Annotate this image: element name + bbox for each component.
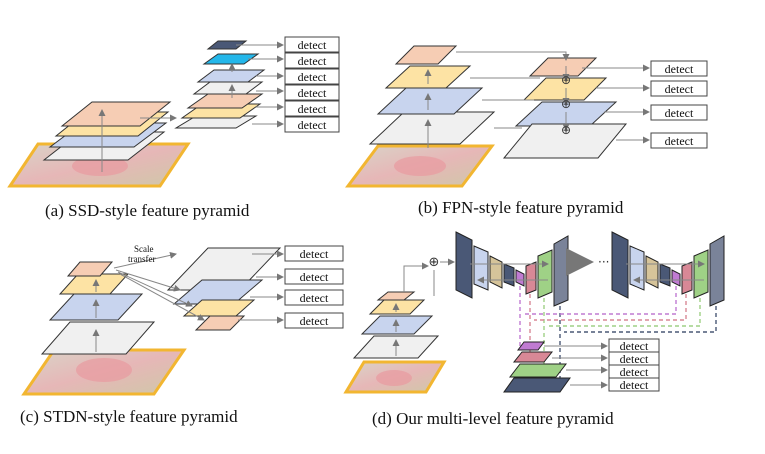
detect-label: detect bbox=[620, 352, 649, 366]
plus-icon: ⊕ bbox=[561, 97, 571, 111]
detect-label: detect bbox=[298, 86, 327, 100]
detect-label: detect bbox=[665, 82, 694, 96]
caption-a: (a) SSD-style feature pyramid bbox=[45, 201, 250, 220]
plus-icon: ⊕ bbox=[561, 73, 571, 87]
detect-label: detect bbox=[665, 134, 694, 148]
caption-d: (d) Our multi-level feature pyramid bbox=[372, 409, 614, 428]
detect-label: detect bbox=[298, 54, 327, 68]
detect-label: detect bbox=[300, 247, 329, 261]
detect-label: detect bbox=[300, 291, 329, 305]
feature-map-blue bbox=[360, 315, 434, 335]
stdn-detect-boxes: detect detect detect detect bbox=[284, 245, 344, 329]
ssd-level-7 bbox=[206, 40, 248, 50]
dots-connector: ··· bbox=[566, 248, 609, 276]
detect-label: detect bbox=[298, 38, 327, 52]
detect-label: detect bbox=[665, 62, 694, 76]
panel-a-ssd: detect detect detect detect detect detec… bbox=[7, 36, 340, 220]
plus-icon: ⊕ bbox=[429, 255, 440, 270]
ssd-detect-boxes: detect detect detect detect detect detec… bbox=[284, 36, 340, 133]
mlfpn-levels bbox=[503, 341, 571, 393]
detect-label: detect bbox=[298, 70, 327, 84]
stdn-level-4 bbox=[194, 315, 246, 331]
detect-label: detect bbox=[300, 270, 329, 284]
feature-map-peach bbox=[376, 291, 416, 301]
transfer-label: transfer bbox=[128, 254, 155, 264]
flower-image bbox=[376, 370, 412, 386]
detect-label: detect bbox=[298, 102, 327, 116]
fpn-top-down-4 bbox=[502, 123, 628, 159]
fpn-plus-icons: ⊕ ⊕ ⊕ bbox=[561, 73, 571, 137]
ellipsis-label: ··· bbox=[598, 255, 609, 269]
scale-label: Scale bbox=[134, 244, 154, 254]
feature-map-blue bbox=[376, 87, 484, 115]
feature-map-peach bbox=[66, 261, 114, 277]
caption-b: (b) FPN-style feature pyramid bbox=[418, 198, 624, 217]
feature-map-yellow bbox=[368, 299, 426, 315]
detect-label: detect bbox=[620, 378, 649, 392]
feature-map-peach bbox=[394, 45, 458, 65]
feature-map-peach bbox=[60, 101, 172, 127]
feature-map-yellow bbox=[58, 273, 130, 295]
ssd-level-4 bbox=[192, 81, 264, 95]
flower-image bbox=[76, 358, 132, 382]
flower-image bbox=[394, 156, 446, 176]
feature-map-gray bbox=[368, 111, 496, 145]
caption-c: (c) STDN-style feature pyramid bbox=[20, 407, 238, 426]
ours-detect-boxes: detect detect detect detect bbox=[608, 338, 660, 392]
detect-label: detect bbox=[298, 118, 327, 132]
detect-label: detect bbox=[620, 339, 649, 353]
ssd-arrows bbox=[140, 41, 284, 128]
plus-icon: ⊕ bbox=[561, 123, 571, 137]
feature-map-gray bbox=[40, 321, 156, 355]
detect-label: detect bbox=[300, 314, 329, 328]
ssd-level-1 bbox=[174, 115, 258, 129]
ssd-level-3 bbox=[186, 93, 264, 109]
tum-block-n bbox=[611, 231, 725, 307]
tum-block-1 bbox=[455, 231, 569, 307]
flower-image bbox=[72, 156, 128, 176]
detect-label: detect bbox=[620, 365, 649, 379]
panel-c-stdn: Scale transfer detect detect detect dete… bbox=[20, 244, 344, 426]
fpn-detect-boxes: detect detect detect detect bbox=[650, 60, 708, 149]
detect-label: detect bbox=[665, 106, 694, 120]
ssd-level-5 bbox=[196, 69, 266, 83]
panel-b-fpn: ⊕ ⊕ ⊕ detect detect detect detect (b) FP… bbox=[345, 45, 708, 217]
panel-d-ours: ⊕ ··· bbox=[343, 231, 725, 428]
fpn-top-down-1 bbox=[528, 57, 598, 77]
